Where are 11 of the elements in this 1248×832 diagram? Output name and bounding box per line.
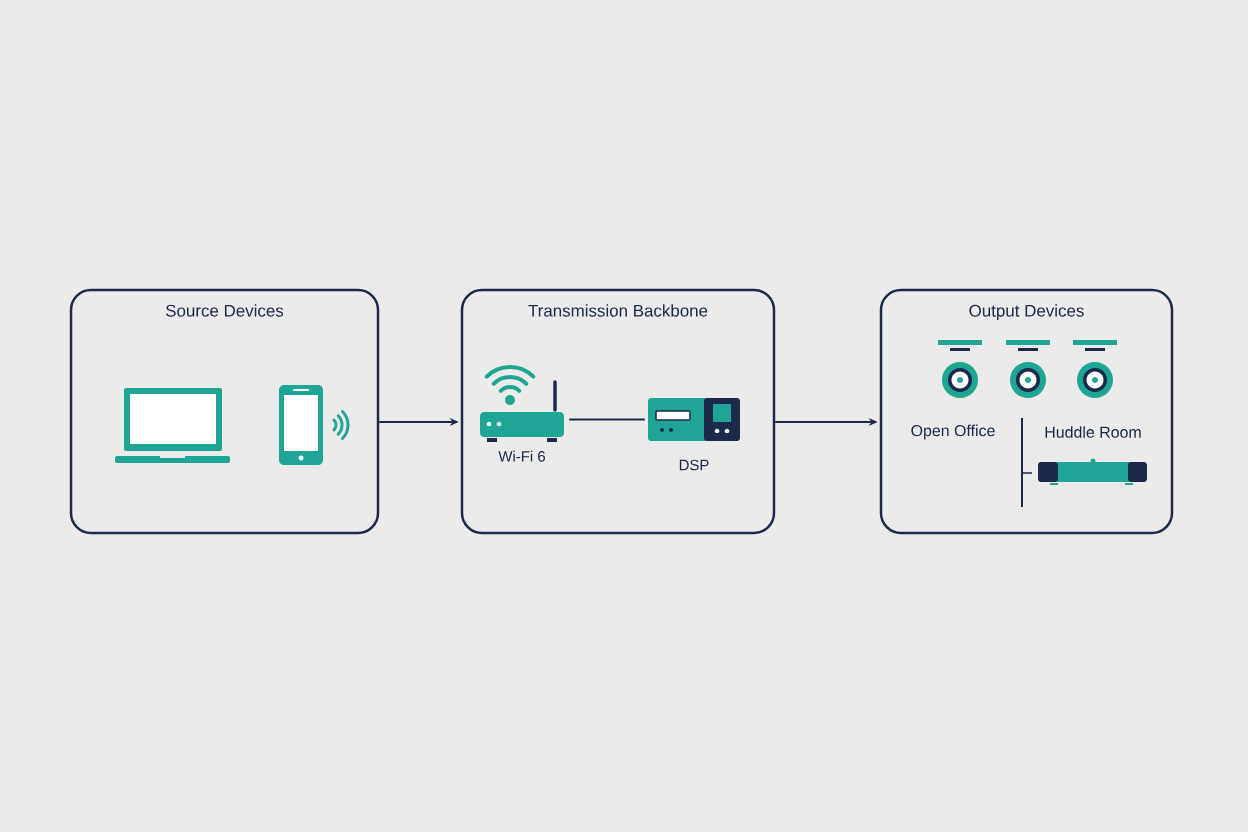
zone-label: Open Office: [911, 424, 995, 440]
device-label: Wi-Fi 6: [498, 450, 545, 462]
group-box: [460, 288, 776, 535]
box-title: Transmission Backbone: [528, 304, 708, 317]
box-title: Source Devices: [165, 304, 284, 317]
box-title: Output Devices: [969, 304, 1084, 321]
device-label: DSP: [679, 459, 709, 471]
connector-line: [568, 418, 646, 421]
group-box: [879, 288, 1174, 535]
zone-label: Huddle Room: [1045, 426, 1141, 438]
group-box: [69, 288, 380, 535]
